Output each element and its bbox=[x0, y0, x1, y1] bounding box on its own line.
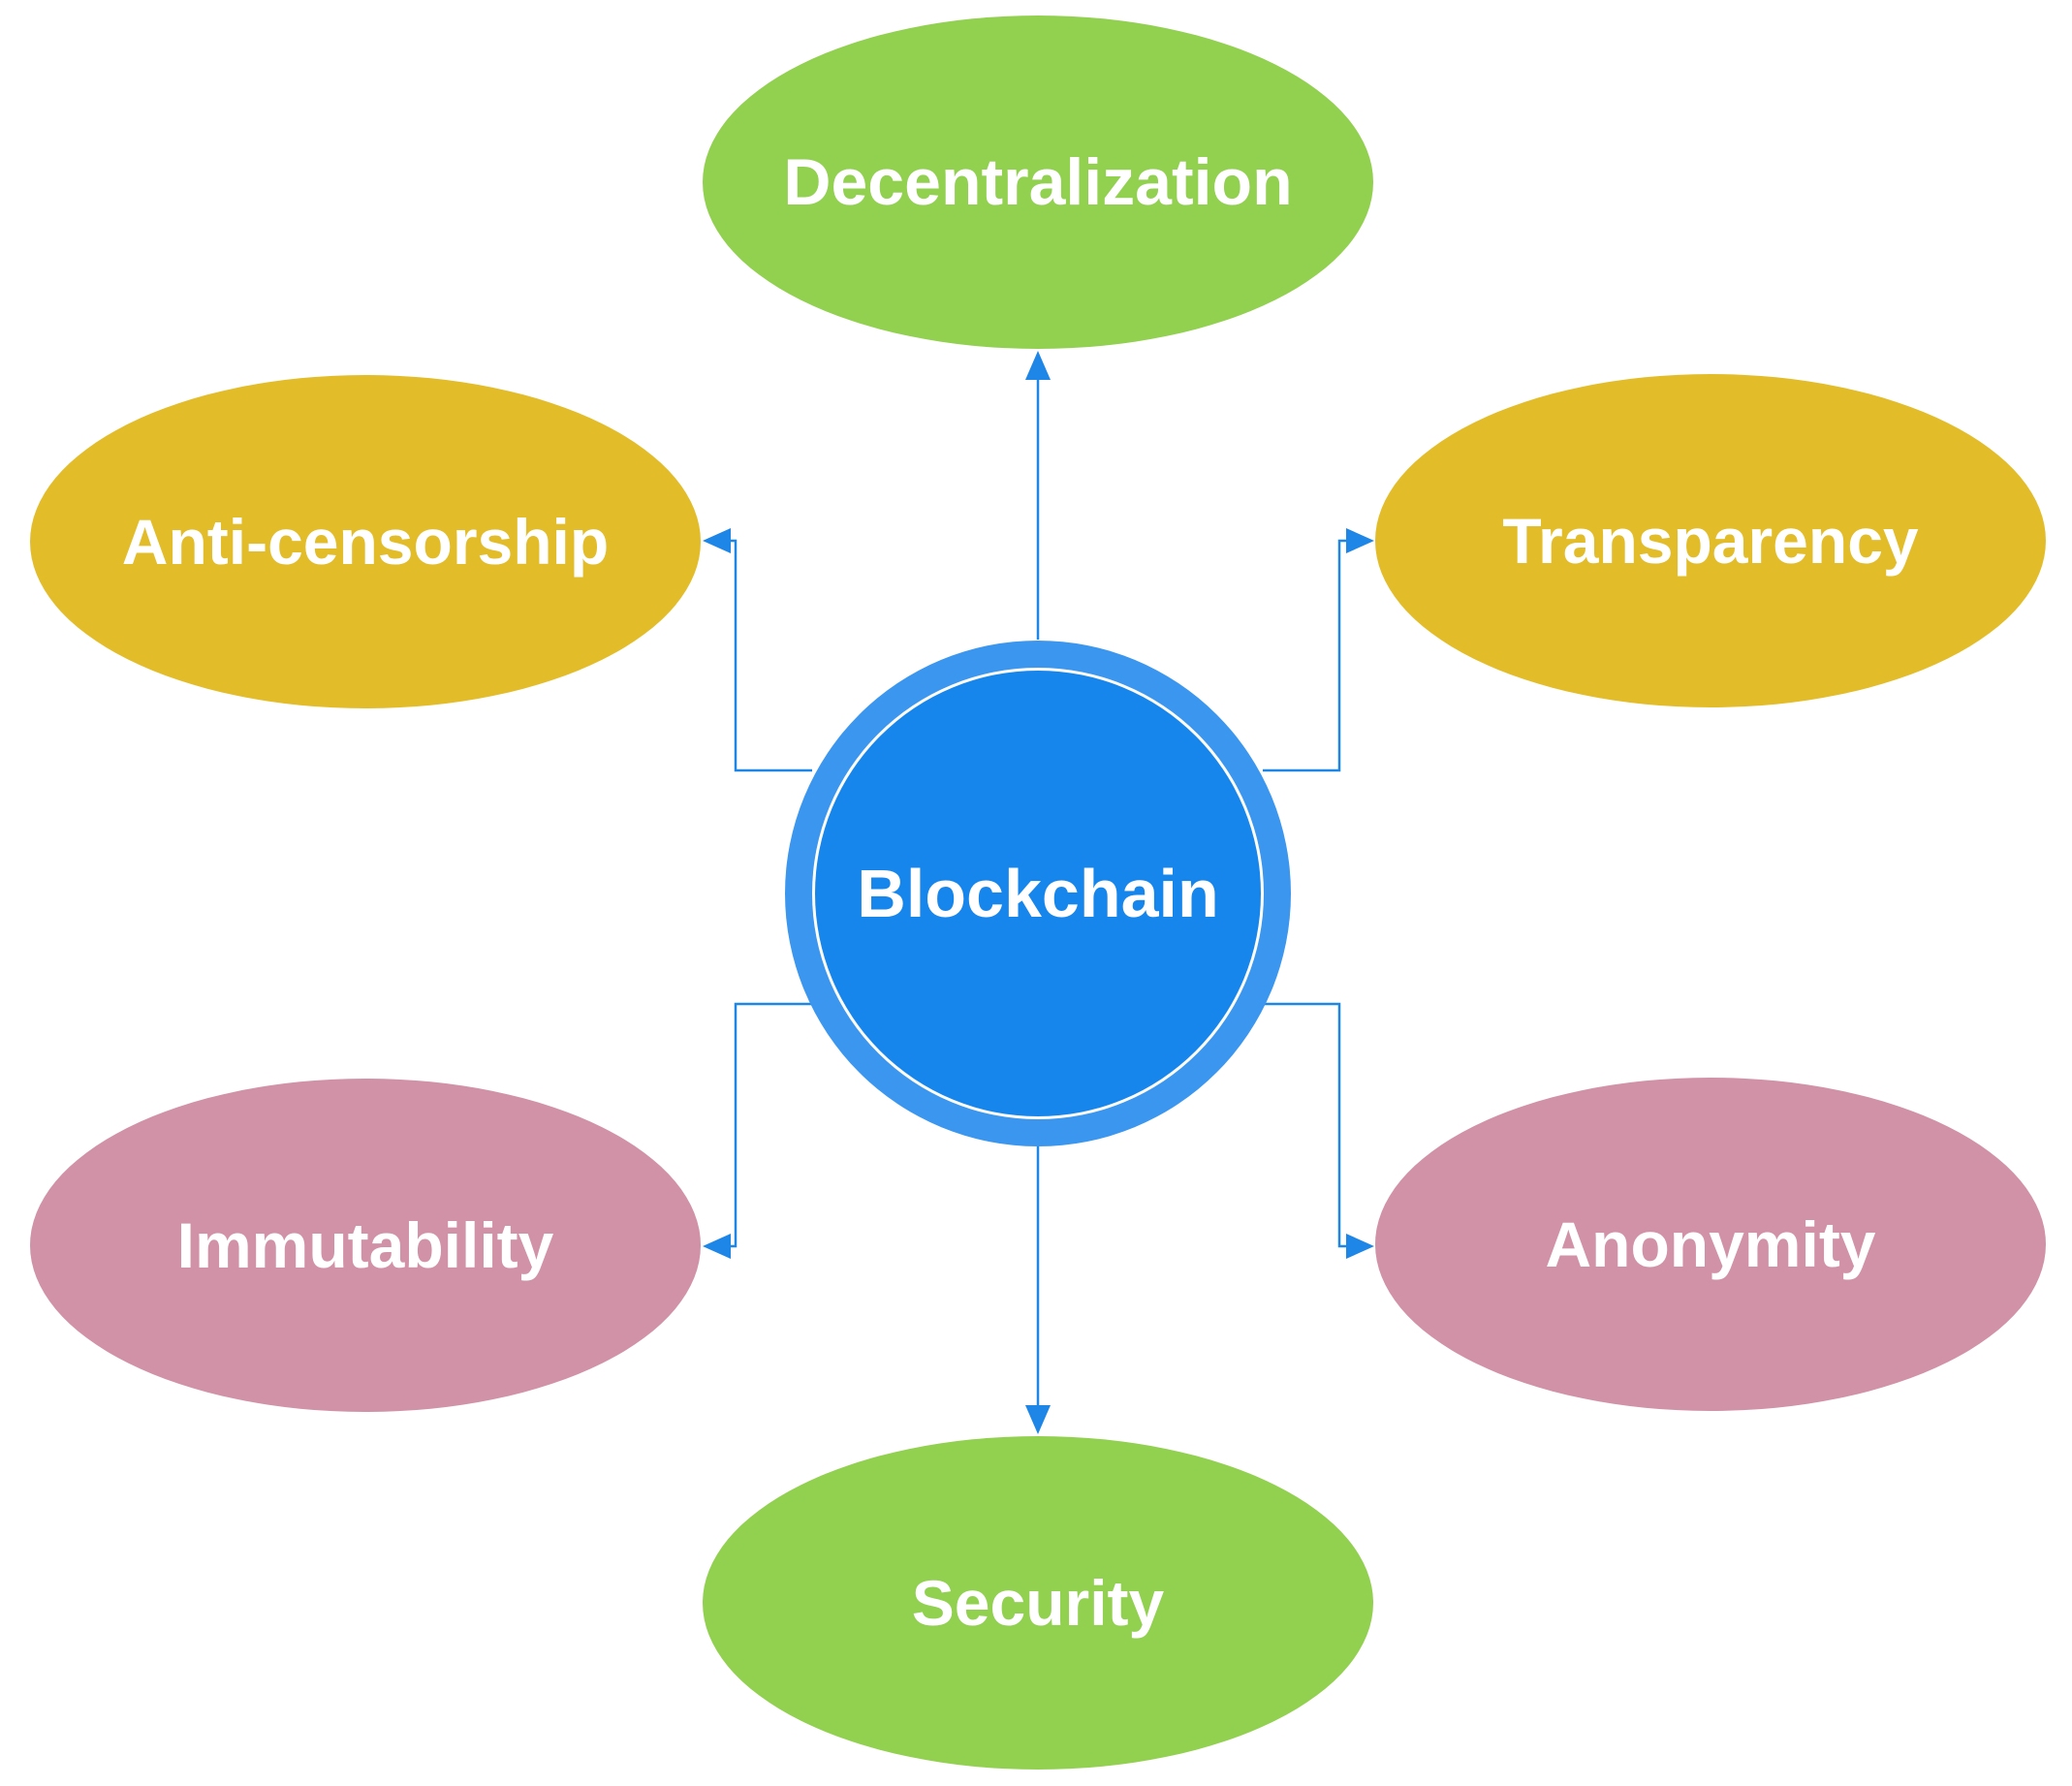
arrowhead-transparency bbox=[1346, 528, 1374, 553]
node-anonymity-shape bbox=[1375, 1078, 2046, 1411]
arrowhead-anonymity bbox=[1346, 1234, 1374, 1259]
arrowhead-security bbox=[1025, 1405, 1051, 1434]
node-anonymity: Anonymity bbox=[1375, 1078, 2046, 1411]
connector-anti-censorship bbox=[727, 539, 812, 772]
center-node-core bbox=[815, 671, 1261, 1116]
connector-transparency bbox=[1263, 539, 1349, 772]
connector-anonymity bbox=[1263, 1002, 1349, 1248]
node-security-label: Security bbox=[912, 1567, 1165, 1639]
node-security: Security bbox=[703, 1436, 1373, 1770]
center-node-blockchain: Blockchain bbox=[785, 641, 1291, 1146]
center-node-label: Blockchain bbox=[857, 856, 1218, 931]
node-anti-censorship-label: Anti-censorship bbox=[122, 506, 609, 578]
node-transparency-label: Transparency bbox=[1502, 505, 1919, 577]
node-decentralization-shape bbox=[703, 16, 1373, 349]
connector-immutability bbox=[727, 1002, 812, 1248]
node-immutability: Immutability bbox=[30, 1079, 701, 1412]
node-transparency: Transparency bbox=[1375, 374, 2046, 707]
node-immutability-shape bbox=[30, 1079, 701, 1412]
node-immutability-label: Immutability bbox=[177, 1209, 554, 1281]
arrowhead-immutability bbox=[703, 1234, 731, 1259]
node-transparency-shape bbox=[1375, 374, 2046, 707]
arrowhead-decentralization bbox=[1025, 351, 1051, 380]
arrowhead-anti-censorship bbox=[703, 528, 731, 553]
node-security-shape bbox=[703, 1436, 1373, 1770]
node-decentralization-label: Decentralization bbox=[783, 145, 1292, 219]
node-anonymity-label: Anonymity bbox=[1545, 1208, 1875, 1280]
connectors bbox=[703, 351, 1374, 1434]
node-anti-censorship-shape bbox=[30, 375, 701, 708]
node-decentralization: Decentralization bbox=[703, 16, 1373, 349]
node-anti-censorship: Anti-censorship bbox=[30, 375, 701, 708]
